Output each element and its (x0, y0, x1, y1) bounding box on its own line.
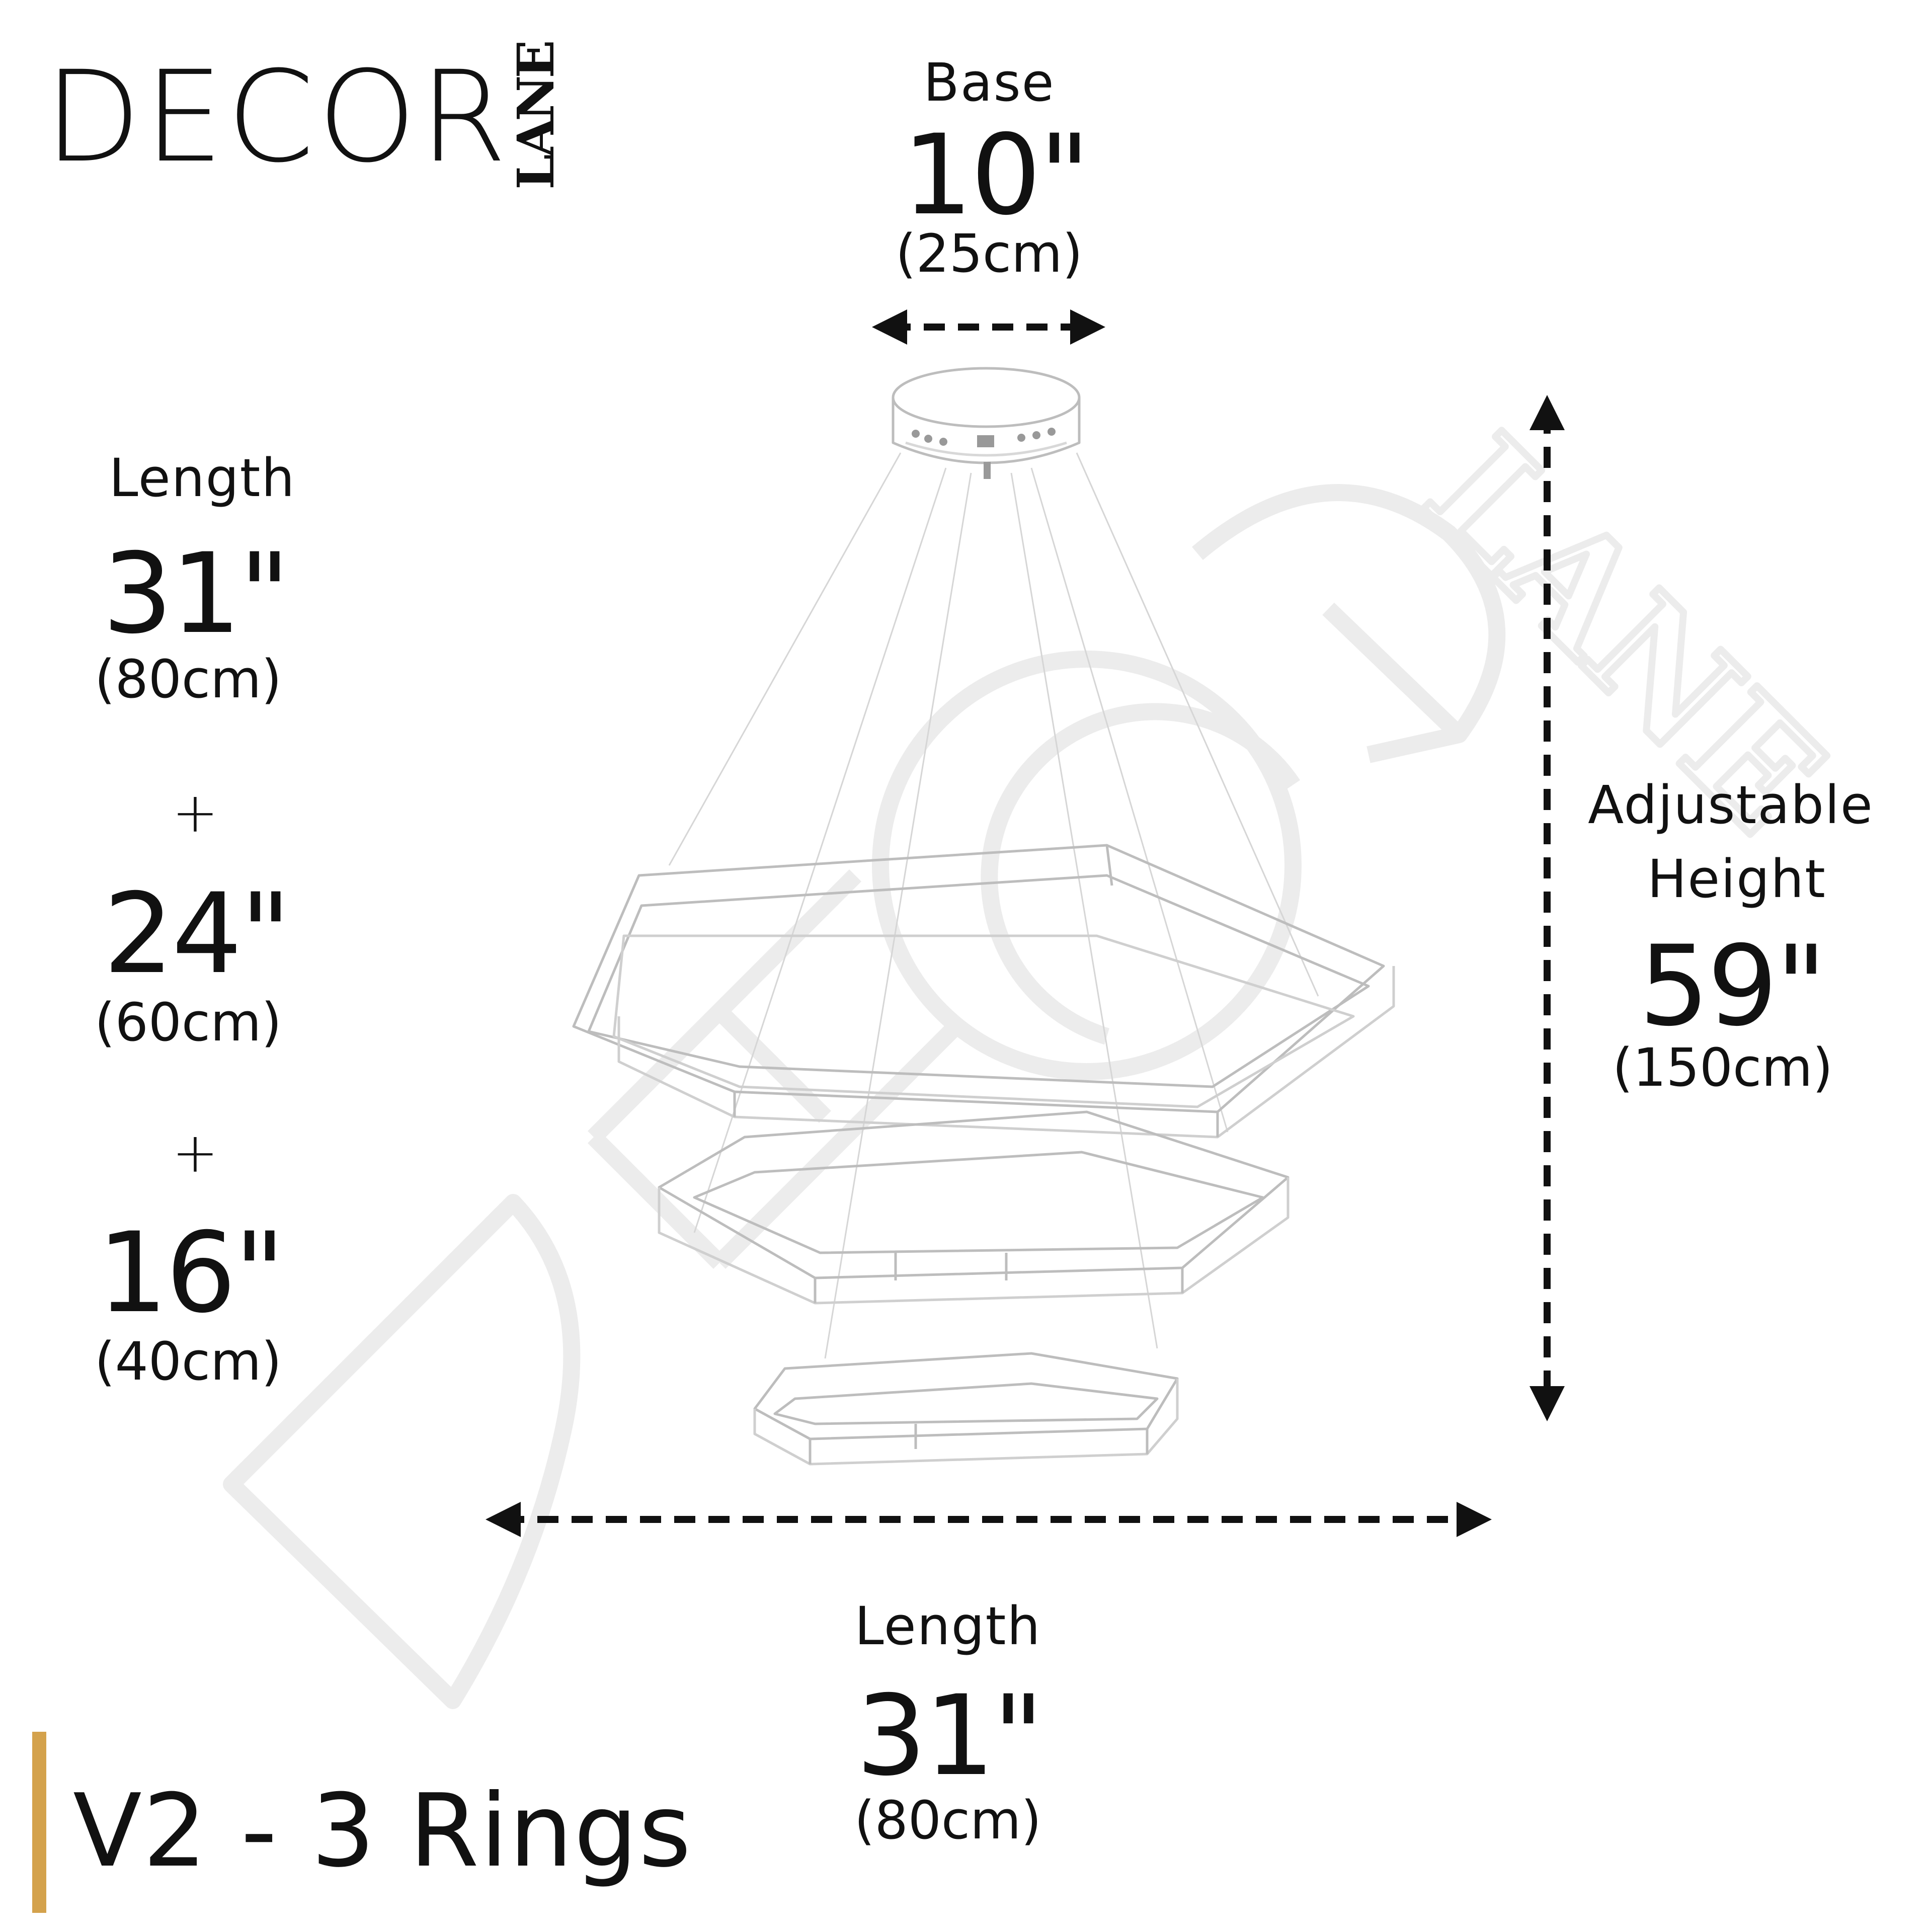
left-length-1-inches: 31" (102, 529, 290, 658)
watermark-letter-d (223, 1194, 581, 1709)
version-accent-bar (32, 1732, 46, 1913)
ring-small (753, 1352, 1179, 1466)
bottom-length-inches: 31" (856, 1671, 1043, 1800)
left-length-3-inches: 16" (97, 1209, 285, 1337)
watermark-letter-o (872, 651, 1302, 1080)
ring-large (572, 844, 1395, 1139)
canopy (892, 367, 1081, 479)
left-length-2-cm: (60cm) (95, 992, 282, 1053)
watermark-letter-r (1192, 484, 1506, 763)
left-length-3-cm: (40cm) (95, 1331, 282, 1392)
base-label: Base (923, 52, 1055, 113)
watermark-letter-e (587, 869, 962, 1269)
plus-2: + (172, 1120, 219, 1185)
left-length-label: Length (109, 447, 296, 509)
suspension-wires (668, 452, 1319, 1359)
height-label-line2: Height (1647, 848, 1826, 910)
base-inches: 10" (902, 111, 1090, 239)
ring-medium (658, 1110, 1290, 1305)
chandelier-sketch (572, 367, 1395, 1466)
brand-logo-sub: LANE (506, 43, 566, 190)
dimension-arrows (486, 309, 1565, 1537)
brand-logo-text: DECOR (44, 44, 510, 190)
height-label-line1: Adjustable (1588, 774, 1874, 836)
watermark-letter-c (981, 703, 1301, 1045)
height-cm: (150cm) (1612, 1037, 1833, 1098)
plus-1: + (172, 780, 219, 845)
height-inches: 59" (1639, 922, 1826, 1051)
left-length-1-cm: (80cm) (95, 649, 282, 710)
bottom-length-cm: (80cm) (854, 1790, 1041, 1851)
version-label: V2 - 3 Rings (73, 1773, 692, 1890)
base-cm: (25cm) (896, 223, 1083, 284)
left-length-2-inches: 24" (103, 869, 291, 998)
bottom-length-label: Length (854, 1595, 1041, 1657)
